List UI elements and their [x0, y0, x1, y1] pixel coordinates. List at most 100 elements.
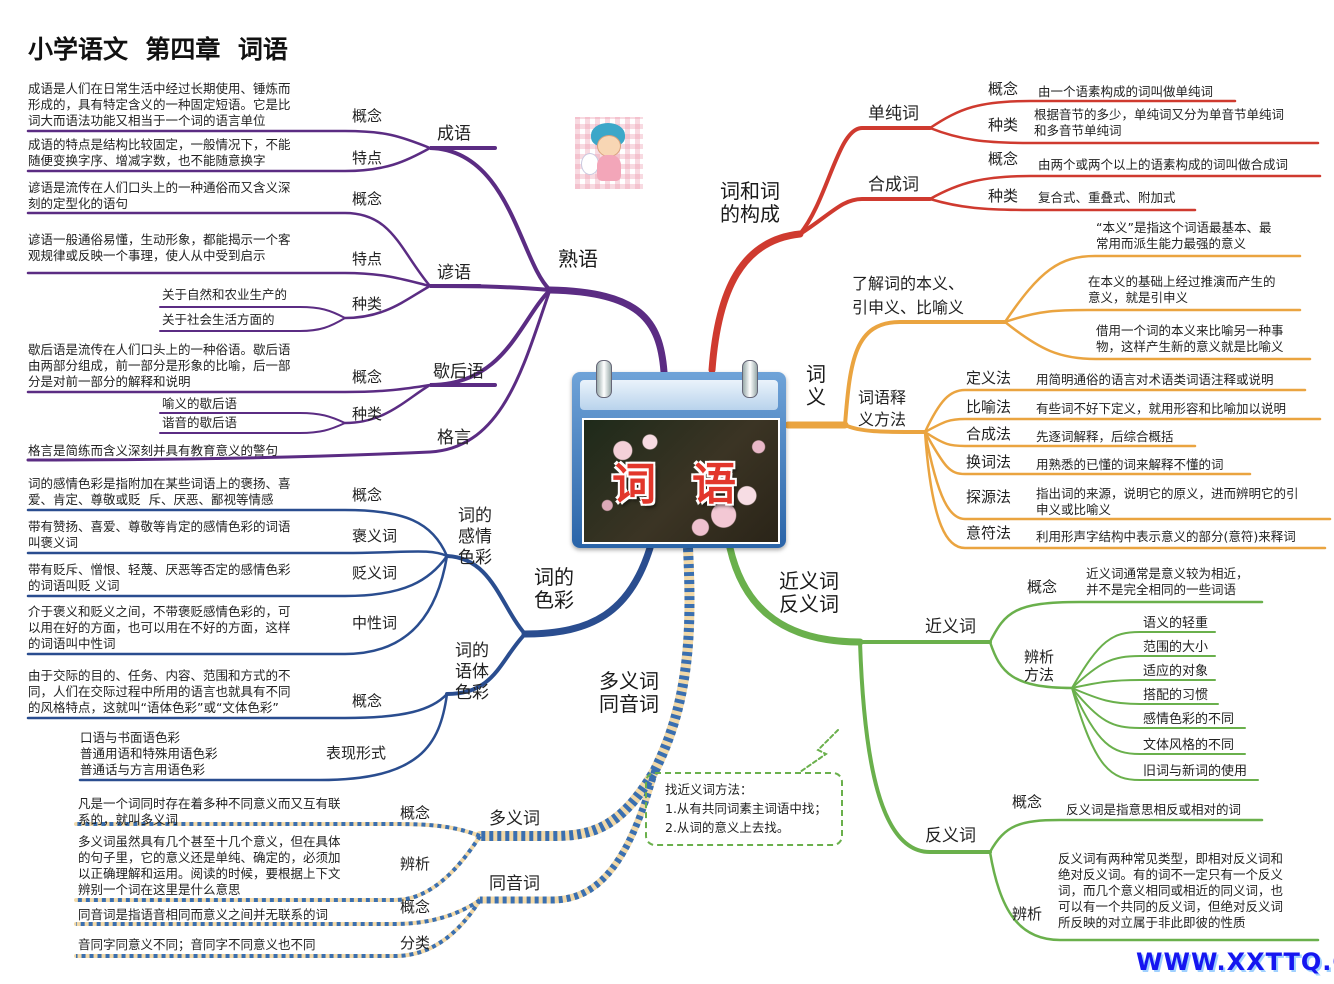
text-yanyu-item-1: 关于自然和农业生产的: [162, 287, 288, 302]
branch-duoyici-gainian: [76, 822, 481, 838]
branch-xiehouyu-zhonglei: [343, 383, 432, 425]
text-baoyici: 带有赞扬、喜爱、尊敬等肯定的感情色彩的词语 叫褒义词: [28, 519, 291, 550]
branch-chengyu: [429, 146, 552, 292]
synonym-method-callout: 找近义词方法： 1.从有共同词素主词语中找； 2.从词的意义上去找。: [645, 772, 843, 846]
branch-shuyu: [26, 129, 668, 462]
node-danchunci: 单纯词: [868, 104, 919, 124]
label-bianyici: 贬义词: [352, 564, 398, 582]
label-zhongxingci: 中性词: [352, 614, 398, 632]
text-biyuyi: 借用一个词的本义来比喻另一种事 物，这样产生新的意义就是比喻义: [1096, 323, 1284, 354]
branch-xiehouyu-gainian: [26, 383, 432, 394]
center-calendar: 词 语: [572, 360, 786, 548]
branch-duoyi: [74, 543, 695, 958]
branch-chengyu-tedian: [26, 146, 432, 173]
text-fanyi-gainian: 反义词是指意思相反或相对的词: [1066, 802, 1242, 817]
branch-jinyi-bianxi: [988, 640, 1074, 690]
calendar-ring-right: [742, 360, 758, 398]
text-benyi: “本义”是指这个词语最基本、最 常用而派生能力最强的意义: [1096, 220, 1272, 251]
label-method-biyu: 比喻法: [966, 398, 1012, 416]
text-jinyi-item-5: 感情色彩的不同: [1143, 712, 1235, 727]
branch-danchun: [798, 126, 932, 236]
node-duoyici: 多义词: [489, 809, 540, 829]
node-geyan: 格言: [437, 428, 471, 448]
label-hecheng-gainian: 概念: [988, 150, 1019, 168]
node-jinfan: 近义词 反义词: [779, 569, 839, 616]
text-jinyi-gainian: 近义词通常是意义较为相近， 并不是完全相同的一些词语: [1086, 566, 1249, 597]
text-yanyu-item-2: 关于社会生活方面的: [162, 312, 275, 327]
branch-danchun-zhonglei: [928, 126, 1320, 145]
node-chengyu: 成语: [437, 124, 471, 144]
text-tongyinci-gainian: 同音词是指语音相同而意义之间并无联系的词: [78, 907, 329, 922]
branch-hecheng-gainian: [928, 174, 1322, 201]
branch-liaojie: [843, 320, 1007, 427]
label-biaoxian-xingshi: 表现形式: [326, 744, 387, 762]
branch-jinyi-item-4: [1071, 687, 1219, 705]
text-fanyi-bianxi: 反义词有两种常见类型，即相对反义词和 绝对反义词。有的词不一定只有一个反义 词，…: [1058, 851, 1284, 930]
label-duoyici-bianxi: 辨析: [400, 855, 431, 873]
branch-fanyi-bianxi: [988, 850, 1320, 942]
label-hecheng-zhonglei: 种类: [988, 187, 1019, 205]
label-ganqing-gainian: 概念: [352, 486, 383, 504]
branch-ganqing-baoyi: [26, 550, 449, 558]
branch-jinfan-main: [726, 544, 864, 646]
label-jinyi-gainian: 概念: [1027, 578, 1058, 596]
label-danchun-zhonglei: 种类: [988, 116, 1019, 134]
text-duoyici-gainian: 凡是一个词同时存在着多种不同意义而又互有联 系的，就叫多义词: [78, 796, 341, 827]
branch-hecheng-zhonglei: [928, 197, 1197, 212]
branch-yanyu-item-2: [159, 317, 346, 332]
callout-line-1: 1.从有共同词素主词语中找；: [665, 801, 827, 816]
branch-yuti-gainian: [26, 692, 449, 720]
fairy-face: [597, 135, 621, 157]
label-method-tanyuan: 探源法: [966, 488, 1012, 506]
text-hecheng-gainian: 由两个或两个以上的语素构成的词叫做合成词: [1038, 157, 1289, 172]
text-chengyu-tedian: 成语的特点是结构比较固定，一般情况下，不能 随便变换字序、增减字数，也不能随意换…: [28, 137, 291, 168]
branch-shiyi: [843, 423, 927, 434]
branch-yanyu: [429, 284, 552, 292]
text-yanyu-gainian: 谚语是流传在人们口头上的一种通俗而又含义深 刻的定型化的语句: [28, 180, 291, 211]
text-xiehouyu-gainian: 歇后语是流传在人们口头上的一种俗语。歇后语 由两部分组成，前一部分是形象的比喻，…: [28, 342, 291, 389]
label-fanyi-bianxi: 辨析: [1012, 905, 1043, 923]
label-xiehouyu-zhonglei: 种类: [352, 405, 383, 423]
node-fanyici: 反义词: [925, 826, 976, 846]
text-biaoxian-xingshi: 口语与书面语色彩 普通用语和特殊用语色彩 普通话与方言用语色彩: [80, 730, 218, 777]
node-hechengci: 合成词: [868, 175, 919, 195]
node-shiyi-fangfa: 词语释 义方法: [858, 388, 907, 429]
branch-xiehouyu-item-1: [159, 412, 346, 424]
label-tongyinci-fenlei: 分类: [400, 934, 431, 952]
branch-tongyinci-gainian: [76, 898, 482, 926]
center-char-ci: 词: [612, 459, 656, 510]
branch-yuti: [445, 632, 527, 696]
label-jinyi-bianxi-fangfa: 辨析 方法: [1024, 648, 1055, 684]
branch-jinyi-item-3: [1071, 679, 1216, 689]
branch-goucheng: [708, 99, 1322, 374]
node-liaojie: 了解词的本义、 引申义、比喻义: [852, 274, 965, 317]
label-chengyu-tedian: 特点: [352, 149, 383, 167]
text-yanyu-tedian: 谚语一般通俗易懂，生动形象，都能揭示一个客 观规律或反映一个事理，使人从中受到启…: [28, 232, 291, 263]
label-fanyi-gainian: 概念: [1012, 793, 1043, 811]
branch-yanyu-item-1: [159, 306, 346, 319]
branch-secai: [26, 508, 654, 782]
branch-method-2: [923, 417, 1322, 434]
branch-yanyu-zhonglei: [343, 284, 432, 320]
branch-danchun-gainian: [928, 99, 1237, 130]
node-goucheng: 词和词 的构成: [720, 179, 780, 226]
branch-yanyu-gainian: [26, 211, 432, 288]
node-xiehouyu: 歇后语: [433, 362, 484, 382]
text-method-yifu: 利用形声字结构中表示意义的部分(意符)来释词: [1036, 529, 1296, 544]
branch-method-6: [923, 430, 1327, 550]
text-duoyici-bianxi: 多义词虽然具有几个甚至十几个意义，但在具体 的句子里，它的意义还是单纯、确定的，…: [78, 834, 341, 897]
text-jinyi-item-1: 语义的轻重: [1143, 616, 1209, 631]
branch-method-4: [923, 430, 1252, 476]
branch-jinyi-item-7: [1071, 687, 1259, 781]
label-yanyu-zhonglei: 种类: [352, 295, 383, 313]
fairy-body: [597, 155, 621, 181]
node-yanyu: 谚语: [437, 263, 471, 283]
branch-duoyi-main: [480, 547, 695, 841]
branch-ganqing-zhongxing: [26, 554, 449, 656]
calendar-photo: 词 语: [582, 418, 780, 544]
text-danchun-zhonglei: 根据音节的多少，单纯词又分为单音节单纯词 和多音节单纯词: [1034, 107, 1285, 138]
branch-hecheng: [798, 197, 932, 236]
text-jinyi-item-2: 范围的大小: [1143, 640, 1209, 655]
